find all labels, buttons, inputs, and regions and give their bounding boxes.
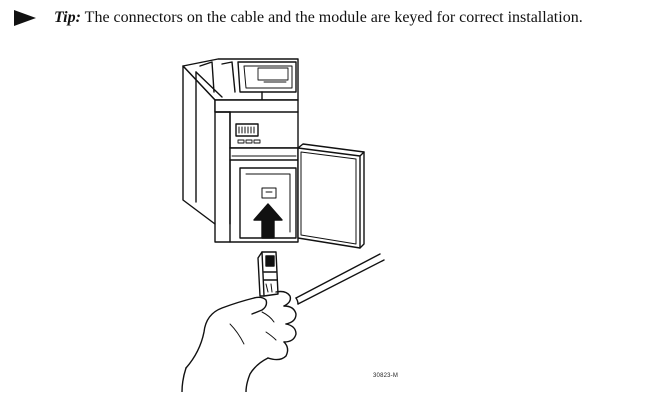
tip-body: The connectors on the cable and the modu… — [84, 9, 583, 26]
hand — [181, 290, 297, 392]
cable-connector — [257, 251, 279, 297]
tip-paragraph: Tip: The connectors on the cable and the… — [14, 8, 634, 52]
module-door — [297, 143, 365, 249]
right-triangle-bullet-icon — [14, 10, 36, 26]
installation-illustration: 30823-M — [0, 52, 650, 392]
up-arrow-icon — [253, 203, 283, 239]
tip-label: Tip: — [54, 9, 81, 26]
illustration-drawing — [181, 58, 385, 392]
figure-number: 30823-M — [373, 373, 399, 379]
cable — [295, 253, 385, 305]
module-chassis — [182, 58, 299, 243]
tip-text-block: Tip: The connectors on the cable and the… — [54, 8, 614, 27]
